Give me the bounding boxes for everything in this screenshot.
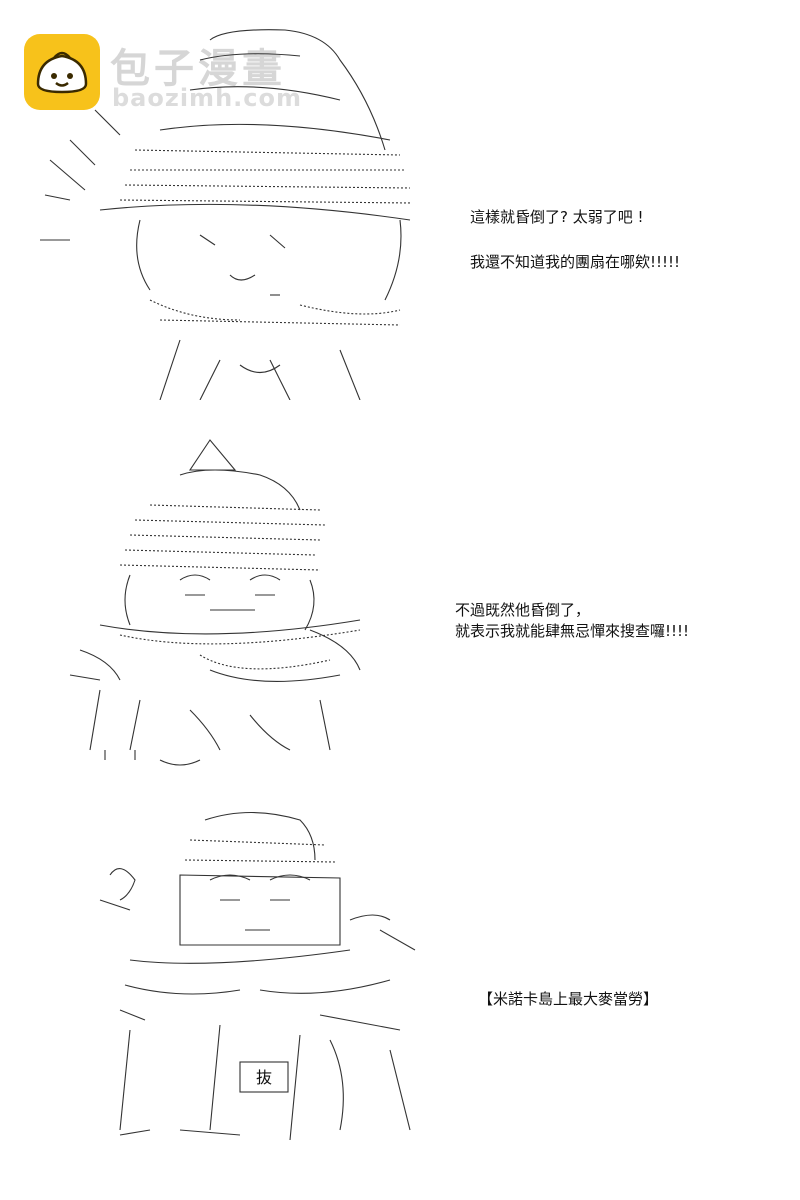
watermark-brand-url: baozimh.com xyxy=(112,84,302,112)
caption-panel3-line1: 【米諾卡島上最大麥當勞】 xyxy=(478,990,659,1008)
sign-board: 抜 xyxy=(239,1061,289,1093)
sign-text: 抜 xyxy=(256,1068,272,1087)
bun-mascot-icon xyxy=(24,34,100,110)
ascii-art-figure-fainted-hat xyxy=(40,29,413,400)
ascii-art-figure-holding-sign: 抜 xyxy=(99,811,416,1141)
caption-panel2-line1: 不過既然他昏倒了， xyxy=(455,601,591,619)
caption-panel1-line1: 這樣就昏倒了? 太弱了吧 ! xyxy=(470,208,644,226)
caption-panel1-line2: 我還不知道我的團扇在哪欸!!!!! xyxy=(470,253,681,271)
caption-panel2-line2: 就表示我就能肆無忌憚來搜查囉!!!! xyxy=(455,622,690,640)
ascii-art-figure-hat-robe xyxy=(69,439,361,766)
